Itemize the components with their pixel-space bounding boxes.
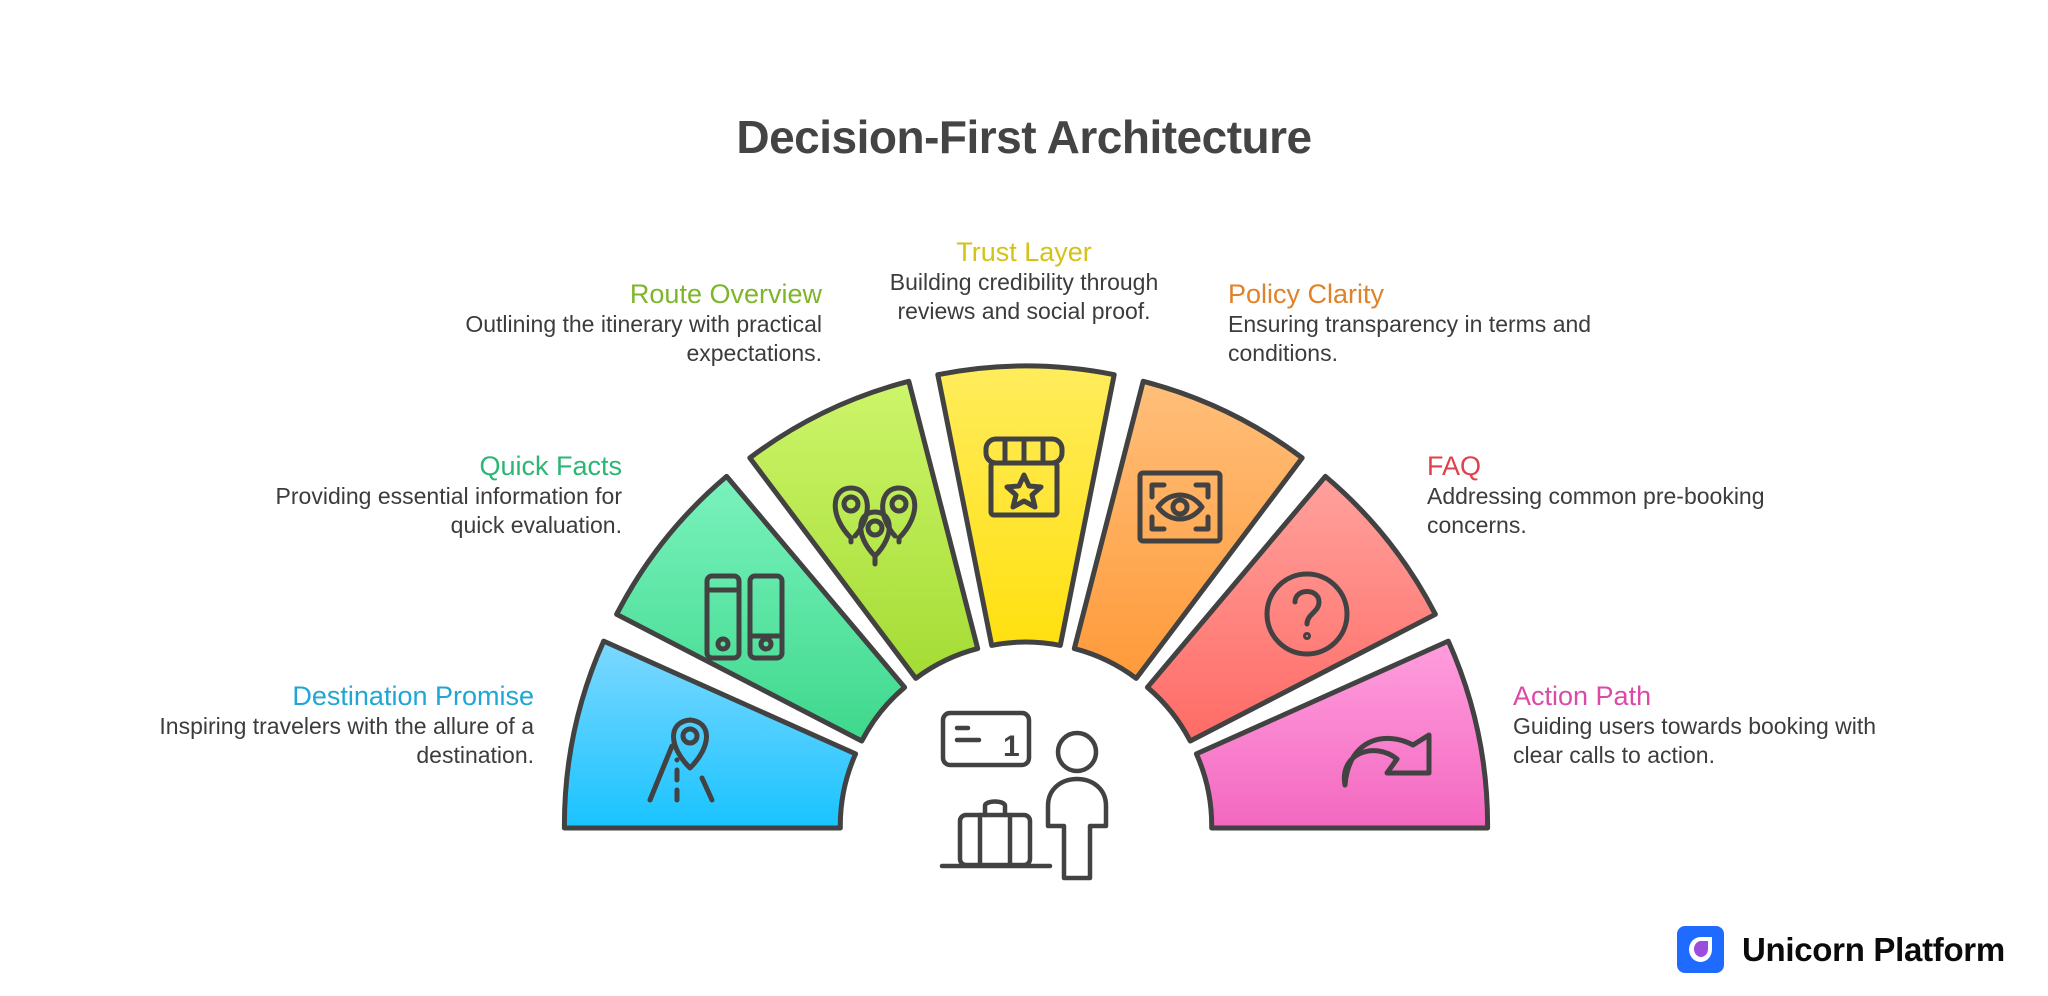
segment-description-line: destination. (416, 742, 534, 768)
checkin-counter-number: 1 (1003, 730, 1020, 763)
unicorn-drop-icon (1677, 926, 1724, 973)
segment-description-line: Providing essential information for (275, 483, 622, 509)
segment-title: Policy Clarity (1228, 279, 1385, 309)
segment-wedge-action-path (1193, 638, 1491, 831)
segment-description-line: clear calls to action. (1513, 742, 1715, 768)
brand-name: Unicorn Platform (1742, 930, 2005, 968)
segment-wedge-trust-layer (935, 363, 1117, 648)
label-quick-facts: Quick Facts Providing essential informat… (152, 450, 622, 540)
label-faq: FAQ Addressing common pre-booking concer… (1427, 450, 1897, 540)
road-pin-icon (647, 717, 715, 803)
segment-description-line: reviews and social proof. (897, 298, 1151, 324)
segment-title: Route Overview (629, 279, 822, 309)
label-action-path: Action Path Guiding users towards bookin… (1513, 680, 1983, 770)
question-circle-icon (1264, 571, 1350, 657)
segment-wedge-quick-facts (614, 473, 908, 744)
segment-title: Action Path (1513, 681, 1652, 711)
segment-wedge-faq (1144, 473, 1438, 744)
segment-wedge-route-overview (747, 378, 981, 681)
label-route-overview: Route Overview Outlining the itinerary w… (352, 278, 822, 368)
segment-description-line: Inspiring travelers with the allure of a (159, 713, 534, 739)
brand-logo: Unicorn Platform (1677, 926, 2005, 973)
store-star-icon (983, 436, 1065, 518)
traveler-checkin-icon (939, 710, 1109, 881)
segment-description-line: Outlining the itinerary with practical (465, 311, 822, 337)
segment-description-line: Building credibility through (889, 269, 1159, 295)
segment-description-line: quick evaluation. (450, 512, 622, 538)
label-trust-layer: Trust Layer Building credibility through… (789, 236, 1259, 326)
redirect-arrow-icon (1341, 732, 1432, 788)
eye-scan-icon (1137, 470, 1223, 544)
segment-title: Trust Layer (956, 237, 1092, 267)
diagram-title: Decision-First Architecture (736, 111, 1312, 163)
segment-description-line: expectations. (686, 340, 822, 366)
map-pins-icon (832, 485, 918, 567)
binders-icon (704, 573, 785, 661)
segment-title: Quick Facts (479, 451, 622, 481)
segment-description-line: concerns. (1427, 512, 1527, 538)
segment-description-line: Addressing common pre-booking (1427, 483, 1765, 509)
label-destination-promise: Destination Promise Inspiring travelers … (64, 680, 534, 770)
segment-title: Destination Promise (292, 681, 534, 711)
segment-wedge-policy-clarity (1071, 378, 1305, 681)
segment-title: FAQ (1427, 451, 1482, 481)
segment-description-line: conditions. (1228, 340, 1338, 366)
segment-wedge-destination-promise (561, 638, 859, 831)
segment-description-line: Ensuring transparency in terms and (1228, 311, 1592, 337)
label-policy-clarity: Policy Clarity Ensuring transparency in … (1228, 278, 1698, 368)
segment-description-line: Guiding users towards booking with (1513, 713, 1877, 739)
